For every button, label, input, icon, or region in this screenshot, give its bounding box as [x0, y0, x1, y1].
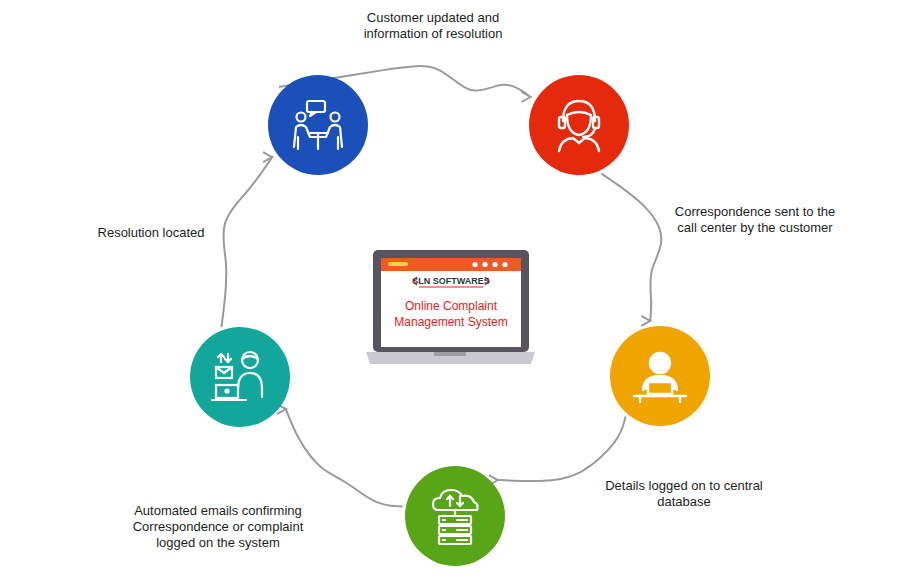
- step-circle: [529, 75, 629, 175]
- step-label: Correspondence sent to the call center b…: [672, 204, 838, 236]
- step-label: Customer updated and information of reso…: [343, 10, 523, 42]
- circle-outline: [610, 326, 710, 426]
- step-icon: [212, 352, 262, 400]
- browser-bar: [381, 258, 521, 271]
- flow-arrow: [498, 417, 625, 481]
- step-circle: [610, 326, 710, 426]
- circle-fill: [190, 327, 290, 427]
- circle-fill: [405, 466, 505, 566]
- browser-dot: [502, 262, 507, 267]
- flow-arrow: [286, 409, 402, 507]
- laptop-screen: SLN SOFTWARES Online Complaint Management…: [373, 250, 529, 352]
- circle-outline: [529, 75, 629, 175]
- laptop-base: [366, 352, 535, 364]
- laptop-notch: [434, 352, 466, 356]
- product-name: Online Complaint Management System: [379, 298, 523, 330]
- logo-rule: [419, 287, 483, 288]
- brand-logo: SLN SOFTWARES: [373, 276, 529, 286]
- step-circle: [190, 327, 290, 427]
- step-label: Resolution located: [84, 225, 218, 241]
- flow-arrow: [602, 174, 662, 321]
- step-label: Details logged on to central database: [604, 478, 764, 510]
- laptop-bezel: [373, 250, 529, 352]
- flow-arrow: [222, 157, 273, 326]
- circle-fill: [529, 75, 629, 175]
- browser-tab: [388, 262, 408, 266]
- step-circle: [268, 75, 368, 175]
- browser-dot: [492, 262, 497, 267]
- browser-dot: [472, 262, 477, 267]
- circle-outline: [190, 327, 290, 427]
- browser-dot: [482, 262, 487, 267]
- step-icon: [294, 101, 342, 149]
- step-label: Automated emails confirming Corresponden…: [118, 503, 318, 551]
- circle-fill: [610, 326, 710, 426]
- step-icon: [559, 101, 599, 151]
- step-icon: [634, 353, 686, 402]
- circle-outline: [405, 466, 505, 566]
- step-icon: [433, 490, 478, 544]
- circle-fill: [268, 75, 368, 175]
- circle-outline: [268, 75, 368, 175]
- step-circle: [405, 466, 505, 566]
